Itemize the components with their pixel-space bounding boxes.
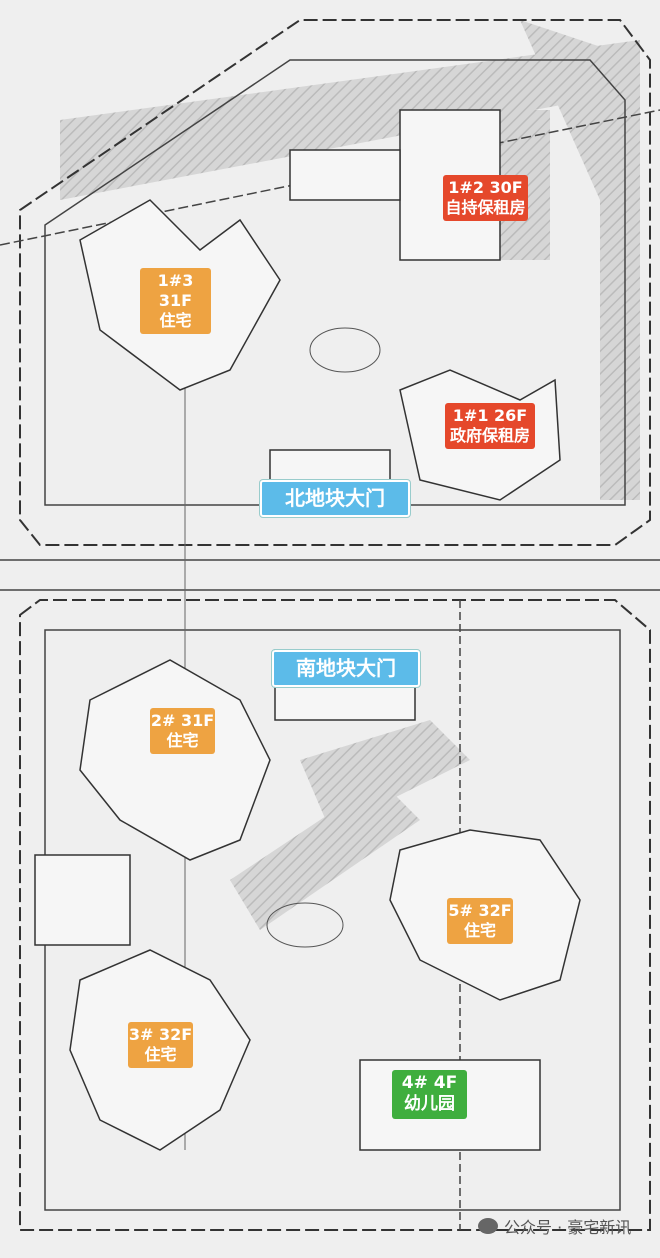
building-5-label: 5# 32F 住宅 [447, 898, 513, 944]
building-use: 住宅 [463, 921, 496, 940]
building-use: 自持保租房 [445, 198, 526, 217]
north-gate-label: 北地块大门 [259, 479, 411, 518]
building-number: 1#2 30F [448, 178, 523, 197]
north-plot-boundary [19, 19, 651, 1231]
building-4-label: 4# 4F 幼儿园 [392, 1070, 467, 1119]
watermark: 公众号 · 豪宅新讯 [478, 1214, 631, 1238]
building-number: 1#1 26F [452, 406, 528, 425]
building-1-3-label: 1#3 31F 住宅 [140, 268, 211, 334]
building-number: 1#3 31F [157, 271, 194, 310]
south-gate-label: 南地块大门 [271, 649, 421, 688]
building-use: 政府保租房 [449, 426, 530, 445]
building-use: 住宅 [159, 311, 192, 330]
building-3-label: 3# 32F 住宅 [128, 1022, 193, 1068]
building-1-1-label: 1#1 26F 政府保租房 [445, 403, 535, 449]
building-use: 住宅 [144, 1045, 177, 1064]
hatched-zones [60, 20, 640, 930]
building-use: 住宅 [166, 731, 199, 750]
building-1-2-label: 1#2 30F 自持保租房 [443, 175, 528, 221]
fountains [266, 327, 381, 948]
building-number: 2# 31F [150, 711, 215, 730]
wechat-icon [478, 1218, 498, 1234]
building-2-label: 2# 31F 住宅 [150, 708, 215, 754]
watermark-text: 公众号 · 豪宅新讯 [504, 1218, 632, 1237]
building-number: 4# 4F [401, 1073, 458, 1093]
building-use: 幼儿园 [404, 1094, 455, 1115]
building-number: 3# 32F [128, 1025, 193, 1044]
building-number: 5# 32F [448, 901, 512, 920]
